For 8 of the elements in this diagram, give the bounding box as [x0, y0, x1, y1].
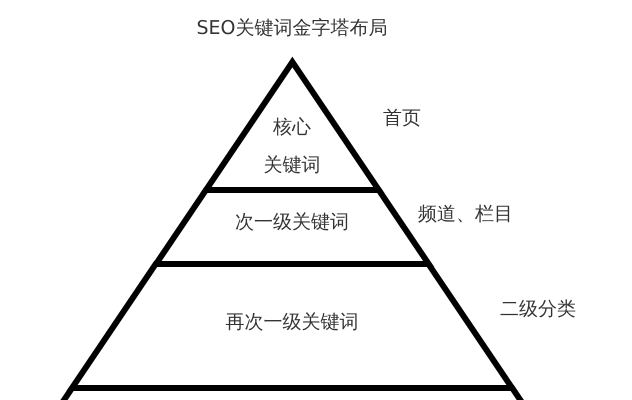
- tier-label: 关键词: [263, 154, 320, 176]
- title: SEO关键词金字塔布局: [196, 17, 388, 39]
- side-label: 频道、栏目: [418, 203, 513, 225]
- side-label: 二级分类: [500, 298, 576, 320]
- tier-label: 次一级关键词: [234, 211, 349, 233]
- tier-label: 核心: [272, 116, 311, 138]
- side-label: 首页: [383, 107, 421, 129]
- tier-label: 再次一级关键词: [225, 311, 358, 333]
